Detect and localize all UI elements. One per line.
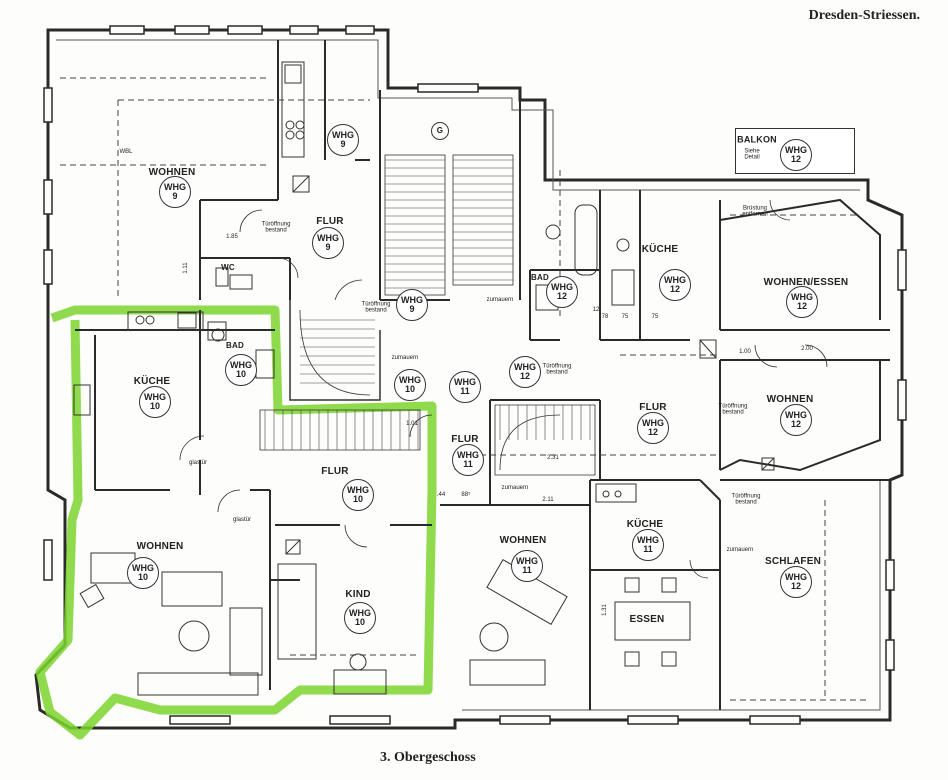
dimension-label: 1.11 [183, 262, 189, 274]
whg-badge: WHG 10 [344, 602, 376, 634]
dimension-label: 2.11 [542, 497, 554, 503]
whg-badge: WHG 11 [511, 550, 543, 582]
interior-walls [75, 40, 890, 710]
stair-label-g: G [431, 122, 449, 140]
stair-steps [264, 159, 591, 450]
note-door-opening: Türöffnung bestand [361, 301, 391, 314]
room-label-wc: WC [221, 263, 235, 272]
dimension-label: 12 [592, 307, 600, 313]
room-label-balkon: BALKON [737, 134, 777, 145]
dimension-label: 1.31 [602, 604, 608, 616]
whg-badge: WHG 9 [396, 289, 428, 321]
whg-badge: WHG 12 [546, 276, 578, 308]
whg-badge: WHG 9 [159, 176, 191, 208]
whg-badge: WHG 11 [452, 444, 484, 476]
dimension-label: 88⁵ [461, 492, 471, 498]
dimension-label: 2.00 [801, 346, 813, 352]
whg-badge: WHG 12 [637, 412, 669, 444]
whg-badge: WHG 10 [342, 479, 374, 511]
whg-badge: WHG 10 [139, 386, 171, 418]
note-wall-up: zumauern [391, 354, 419, 361]
whg-badge: WHG 12 [780, 566, 812, 598]
windows [43, 25, 907, 725]
highlighted-unit-outline [35, 305, 437, 740]
room-label-flur-12: FLUR [639, 402, 667, 413]
whg-badge: WHG 9 [312, 227, 344, 259]
whg-badge: WHG 12 [659, 269, 691, 301]
floor-title: 3. Obergeschoss [380, 750, 476, 765]
location-title: Dresden-Striessen. [808, 8, 920, 23]
room-label-wohnen-9: WOHNEN [148, 167, 196, 178]
dimension-label: 1.01 [406, 421, 418, 427]
room-label-flur-10: FLUR [321, 466, 349, 477]
bay-walls [719, 198, 881, 472]
note-wall-up: zumauern [486, 296, 514, 303]
room-label-kueche-11: KÜCHE [626, 519, 664, 530]
whg-badge: WHG 10 [225, 354, 257, 386]
note-door-opening: Türöffnung bestand [718, 403, 748, 416]
note-door-opening: Türöffnung bestand [261, 221, 291, 234]
note-door-opening: Türöffnung bestand [542, 363, 572, 376]
note-glass-door: glastür [232, 516, 252, 523]
outer-wall-inner-line [56, 39, 881, 711]
note-door-opening: Türöffnung bestand [731, 493, 761, 506]
room-label-flur-11: FLUR [451, 434, 479, 445]
note-wall-up: zumauern [501, 484, 529, 491]
dimension-label: 1.85 [226, 234, 238, 240]
whg-badge: WHG 12 [780, 139, 812, 171]
room-label-bad-10: BAD [226, 341, 244, 350]
whg-badge: WHG 11 [449, 371, 481, 403]
whg-badge: WHG 11 [632, 529, 664, 561]
whg-badge: WHG 9 [327, 124, 359, 156]
whg-badge: WHG 10 [394, 369, 426, 401]
room-label-essen-11: ESSEN [629, 614, 665, 625]
dimension-label: 75 [651, 314, 659, 320]
note-parapet: Brüstung entfernen [742, 205, 768, 218]
note-balkon-detail: Siehe Detail [744, 148, 760, 161]
whg-badge: WHG 12 [509, 356, 541, 388]
whg-badge: WHG 10 [127, 557, 159, 589]
room-label-schlafen-12: SCHLAFEN [764, 556, 822, 567]
whg-badge: WHG 12 [786, 286, 818, 318]
room-label-bad-12: BAD [531, 273, 549, 282]
room-label-wohnen-12: WOHNEN [766, 394, 814, 405]
whg-badge: WHG 12 [780, 404, 812, 436]
room-label-kueche-10: KÜCHE [133, 376, 171, 387]
note-wall-up: zumauern [726, 546, 754, 553]
room-label-wohnen-10: WOHNEN [136, 541, 184, 552]
note-wbl: WBL [119, 148, 133, 155]
room-label-kueche-12: KÜCHE [641, 244, 679, 255]
room-label-kind-10: KIND [345, 589, 371, 600]
dimension-label: .44 [436, 492, 446, 498]
dimension-label: 78 [601, 314, 609, 320]
dimension-label: 1.00 [739, 349, 751, 355]
dimension-label: 2.31 [547, 455, 559, 461]
furniture [73, 61, 775, 696]
room-label-flur-9: FLUR [316, 216, 344, 227]
dimension-label: 75 [621, 314, 629, 320]
room-label-wohnen-11: WOHNEN [499, 535, 547, 546]
note-glass-door: glastür [188, 459, 208, 466]
room-label-wohnen-essen-12: WOHNEN/ESSEN [763, 277, 849, 288]
